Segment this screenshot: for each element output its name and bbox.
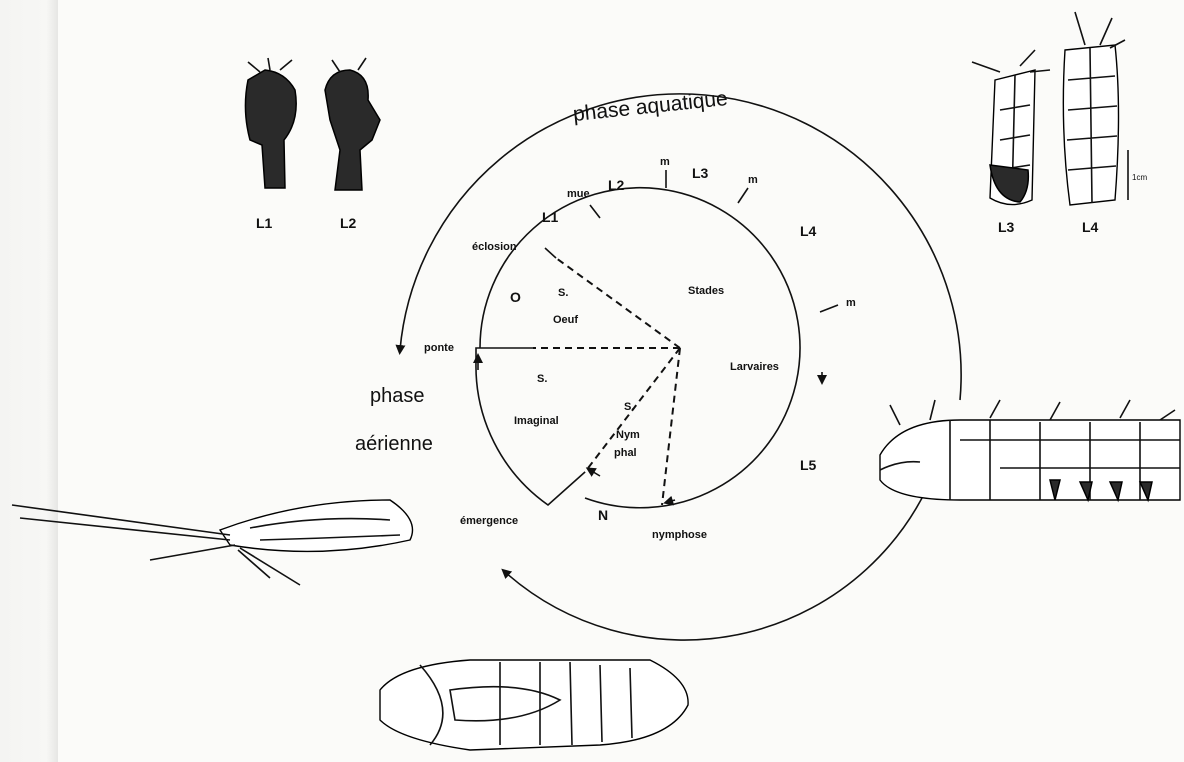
tick-m2 bbox=[738, 188, 748, 203]
label-l3-ring: L3 bbox=[692, 165, 709, 181]
tick-m3 bbox=[820, 305, 838, 312]
larva-l5-drawing bbox=[880, 400, 1180, 500]
sector-oeuf-s: S. bbox=[558, 287, 568, 299]
specimen-scale-label: 1cm bbox=[1132, 173, 1147, 182]
cycle-arrow-nymph bbox=[590, 470, 600, 476]
adult-drawing bbox=[12, 500, 413, 585]
sector-imaginal: Imaginal bbox=[514, 415, 559, 427]
larva-l1-drawing bbox=[245, 58, 296, 188]
specimen-l1-label: L1 bbox=[256, 215, 273, 231]
pupa-drawing bbox=[380, 660, 688, 750]
label-l5: L5 bbox=[800, 457, 817, 473]
label-emergence: émergence bbox=[460, 515, 518, 527]
label-mue: mue bbox=[567, 188, 590, 200]
label-m1: m bbox=[660, 156, 670, 168]
larva-l4-drawing bbox=[1063, 12, 1128, 205]
label-o: O bbox=[510, 289, 521, 305]
label-ponte: ponte bbox=[424, 342, 454, 354]
label-l1: L1 bbox=[542, 209, 559, 225]
aerial-phase-arc bbox=[505, 470, 935, 640]
sector-nymphal-s: S. bbox=[624, 401, 634, 413]
sector-nymphal-2: phal bbox=[614, 447, 637, 459]
sector-dividers bbox=[533, 258, 680, 505]
larva-l3-drawing bbox=[972, 50, 1050, 205]
larva-l2-drawing bbox=[325, 58, 380, 190]
cycle-arrow-bottom bbox=[668, 500, 675, 502]
specimen-l2-label: L2 bbox=[340, 215, 357, 231]
label-l4-ring: L4 bbox=[800, 223, 817, 239]
label-aerial-phase-2: aérienne bbox=[355, 433, 433, 455]
label-n: N bbox=[598, 507, 608, 523]
tick-mue bbox=[590, 205, 600, 218]
label-nymphose: nymphose bbox=[652, 529, 707, 541]
sector-nymphal-1: Nym bbox=[616, 429, 640, 441]
tick-eclosion bbox=[545, 248, 556, 258]
label-l2: L2 bbox=[608, 177, 625, 193]
label-m3: m bbox=[846, 297, 856, 309]
label-aerial-phase-1: phase bbox=[370, 385, 425, 407]
sector-imaginal-s: S. bbox=[537, 373, 547, 385]
label-eclosion: éclosion bbox=[472, 241, 517, 253]
specimen-l4-label: L4 bbox=[1082, 219, 1099, 235]
sector-stades: Stades bbox=[688, 285, 724, 297]
sector-larvaires: Larvaires bbox=[730, 361, 779, 373]
label-aquatic-phase: phase aquatique bbox=[572, 87, 729, 126]
specimen-l3-label: L3 bbox=[998, 219, 1015, 235]
sector-oeuf: Oeuf bbox=[553, 314, 578, 326]
label-m2: m bbox=[748, 174, 758, 186]
